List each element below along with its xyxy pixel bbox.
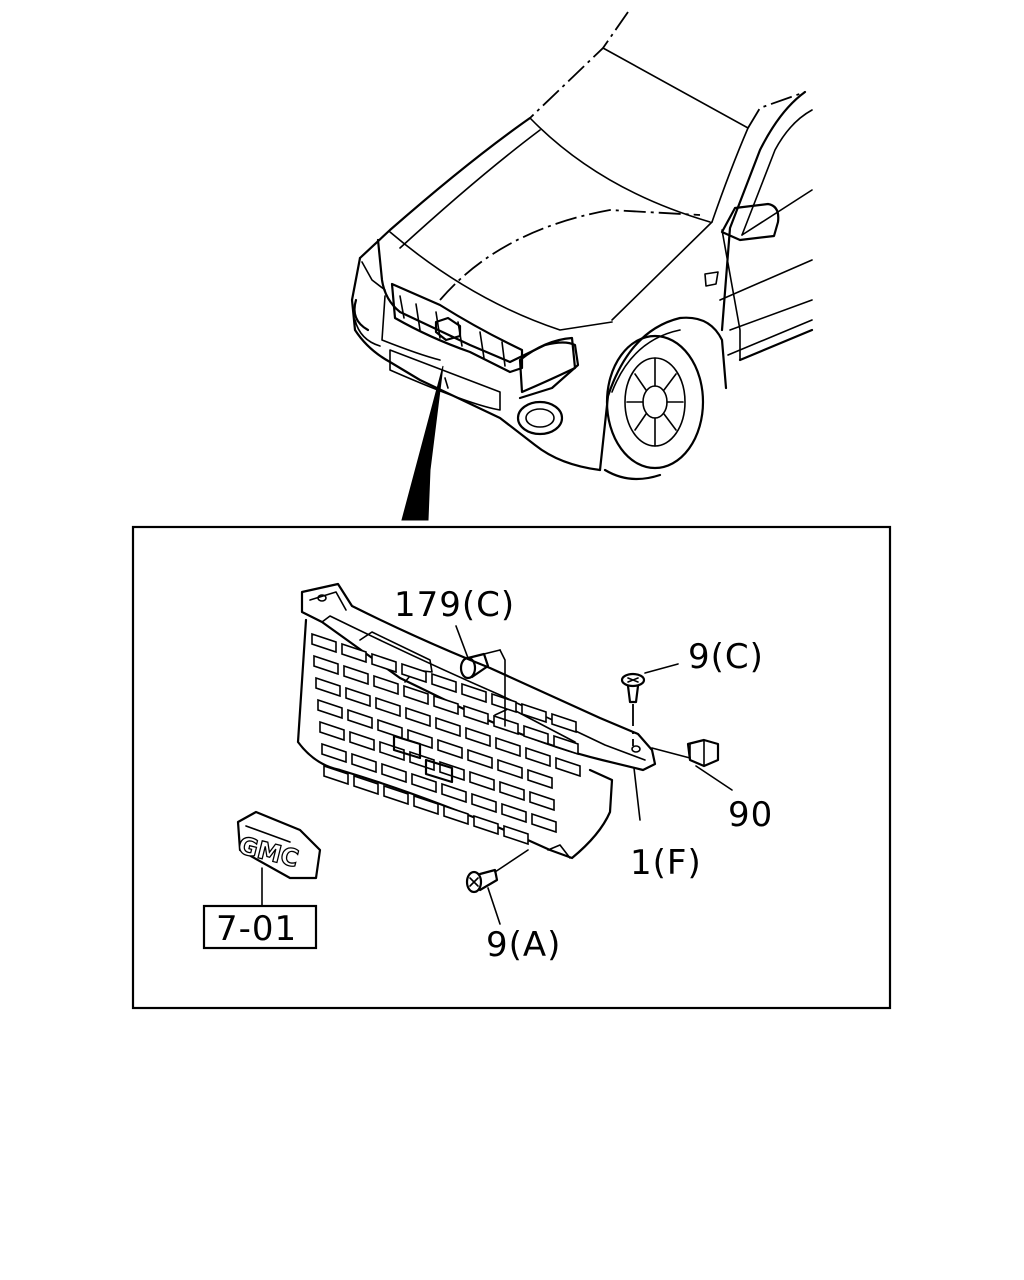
grille-slat-opening — [499, 780, 525, 802]
grille-slat-opening — [381, 762, 407, 784]
grille-slat-opening — [349, 730, 375, 752]
leader-lines — [261, 625, 733, 925]
clip-part — [651, 738, 720, 768]
callout-9a: 9(A) — [486, 925, 561, 965]
grille-slat-opening — [491, 692, 517, 714]
grille-slat-opening — [431, 672, 457, 694]
grille-slat-opening — [343, 664, 369, 686]
callout-179c: 179(C) — [394, 585, 515, 625]
vehicle-grille-outline — [390, 282, 524, 374]
grille-slat-opening — [317, 698, 343, 720]
grille-slat-opening — [319, 720, 345, 742]
grille-slat-opening — [315, 676, 341, 698]
grille-slat-opening — [463, 704, 489, 726]
reference-box: 7-01 — [202, 904, 318, 950]
grille-slat-opening — [469, 770, 495, 792]
grille-slat-opening — [435, 716, 461, 738]
grille-slat-opening — [383, 784, 409, 806]
grille-slats — [311, 632, 581, 846]
grille-slat-opening — [467, 748, 493, 770]
grille-slat-opening — [495, 736, 521, 758]
grille-slat-opening — [443, 804, 469, 826]
grille-slat-opening — [411, 772, 437, 794]
grille-slat-opening — [503, 824, 529, 846]
grille-slat-opening — [313, 654, 339, 676]
grille-assembly — [296, 582, 657, 860]
grille-slat-opening — [373, 674, 399, 696]
grille-slat-opening — [405, 706, 431, 728]
grille-slat-opening — [413, 794, 439, 816]
upper-screw-part — [620, 672, 646, 746]
grille-slat-opening — [553, 734, 579, 756]
callout-90: 90 — [728, 795, 773, 835]
grille-slat-opening — [441, 782, 467, 804]
grille-slat-opening — [371, 652, 397, 674]
detail-pointer-arrow — [401, 365, 444, 521]
grille-slat-opening — [555, 756, 581, 778]
grille-slat-opening — [461, 682, 487, 704]
callout-9c: 9(C) — [688, 637, 764, 677]
grille-slat-opening — [551, 712, 577, 734]
grille-slat-opening — [497, 758, 523, 780]
grille-slat-opening — [351, 752, 377, 774]
grille-slat-opening — [437, 738, 463, 760]
grille-slat-opening — [433, 694, 459, 716]
grille-slat-opening — [525, 746, 551, 768]
grille-slat-opening — [521, 702, 547, 724]
grille-slat-opening — [375, 696, 401, 718]
grille-center-badge — [392, 734, 422, 760]
gmc-emblem: GMC — [235, 810, 322, 880]
grille-slat-opening — [529, 790, 555, 812]
grille-slat-opening — [531, 812, 557, 834]
callout-7-01: 7-01 — [216, 909, 297, 949]
lower-screw-part — [465, 849, 529, 894]
grille-slat-opening — [527, 768, 553, 790]
grille-slat-opening — [523, 724, 549, 746]
grille-slat-opening — [407, 728, 433, 750]
grille-slat-opening — [341, 642, 367, 664]
grille-slat-opening — [379, 740, 405, 762]
grille-slat-opening — [493, 714, 519, 736]
vehicle-illustration — [350, 11, 814, 521]
grille-center-badge — [424, 758, 454, 784]
grille-slat-opening — [401, 662, 427, 684]
grille-slat-opening — [353, 774, 379, 796]
detail-frame — [131, 525, 892, 1010]
grille-slat-opening — [347, 708, 373, 730]
grille-slat-opening — [323, 764, 349, 786]
grille-slat-opening — [403, 684, 429, 706]
grille-slat-opening — [311, 632, 337, 654]
grille-slat-opening — [471, 792, 497, 814]
grille-slat-opening — [321, 742, 347, 764]
grille-slat-opening — [377, 718, 403, 740]
grille-slat-opening — [465, 726, 491, 748]
grille-slat-opening — [473, 814, 499, 836]
grille-slat-opening — [501, 802, 527, 824]
callout-1f: 1(F) — [630, 843, 702, 883]
grille-slat-opening — [345, 686, 371, 708]
